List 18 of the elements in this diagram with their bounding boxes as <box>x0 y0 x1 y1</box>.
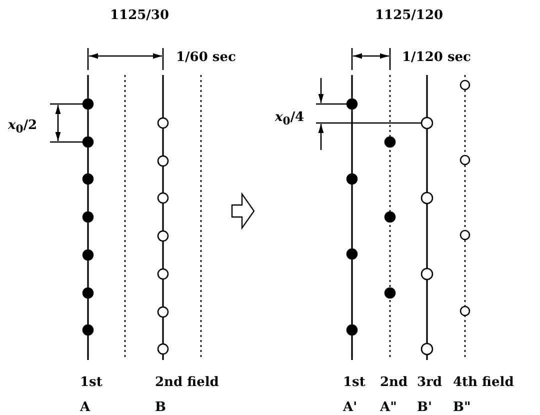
dimension-label: x$_{0}$/4 <box>275 110 304 129</box>
field-label: 4th field <box>453 375 514 390</box>
dimension-label: 1/60 sec <box>176 50 236 65</box>
field-label: 2nd field <box>155 375 219 390</box>
field-label: 1st <box>343 375 366 390</box>
dimension-label: 1/120 sec <box>402 50 471 65</box>
dimension-label: x$_{0}$/2 <box>8 118 38 137</box>
line-label: A' <box>343 400 358 415</box>
line-label: B' <box>417 400 432 415</box>
line-label: A <box>80 400 90 415</box>
title: 1125/30 <box>110 8 170 23</box>
line-label: A" <box>380 400 397 415</box>
field-label: 3rd <box>417 375 442 390</box>
line-label: B" <box>453 400 471 415</box>
line-label: B <box>155 400 166 415</box>
title: 1125/120 <box>375 8 444 23</box>
field-label: 1st <box>80 375 102 390</box>
field-label: 2nd <box>380 375 408 390</box>
